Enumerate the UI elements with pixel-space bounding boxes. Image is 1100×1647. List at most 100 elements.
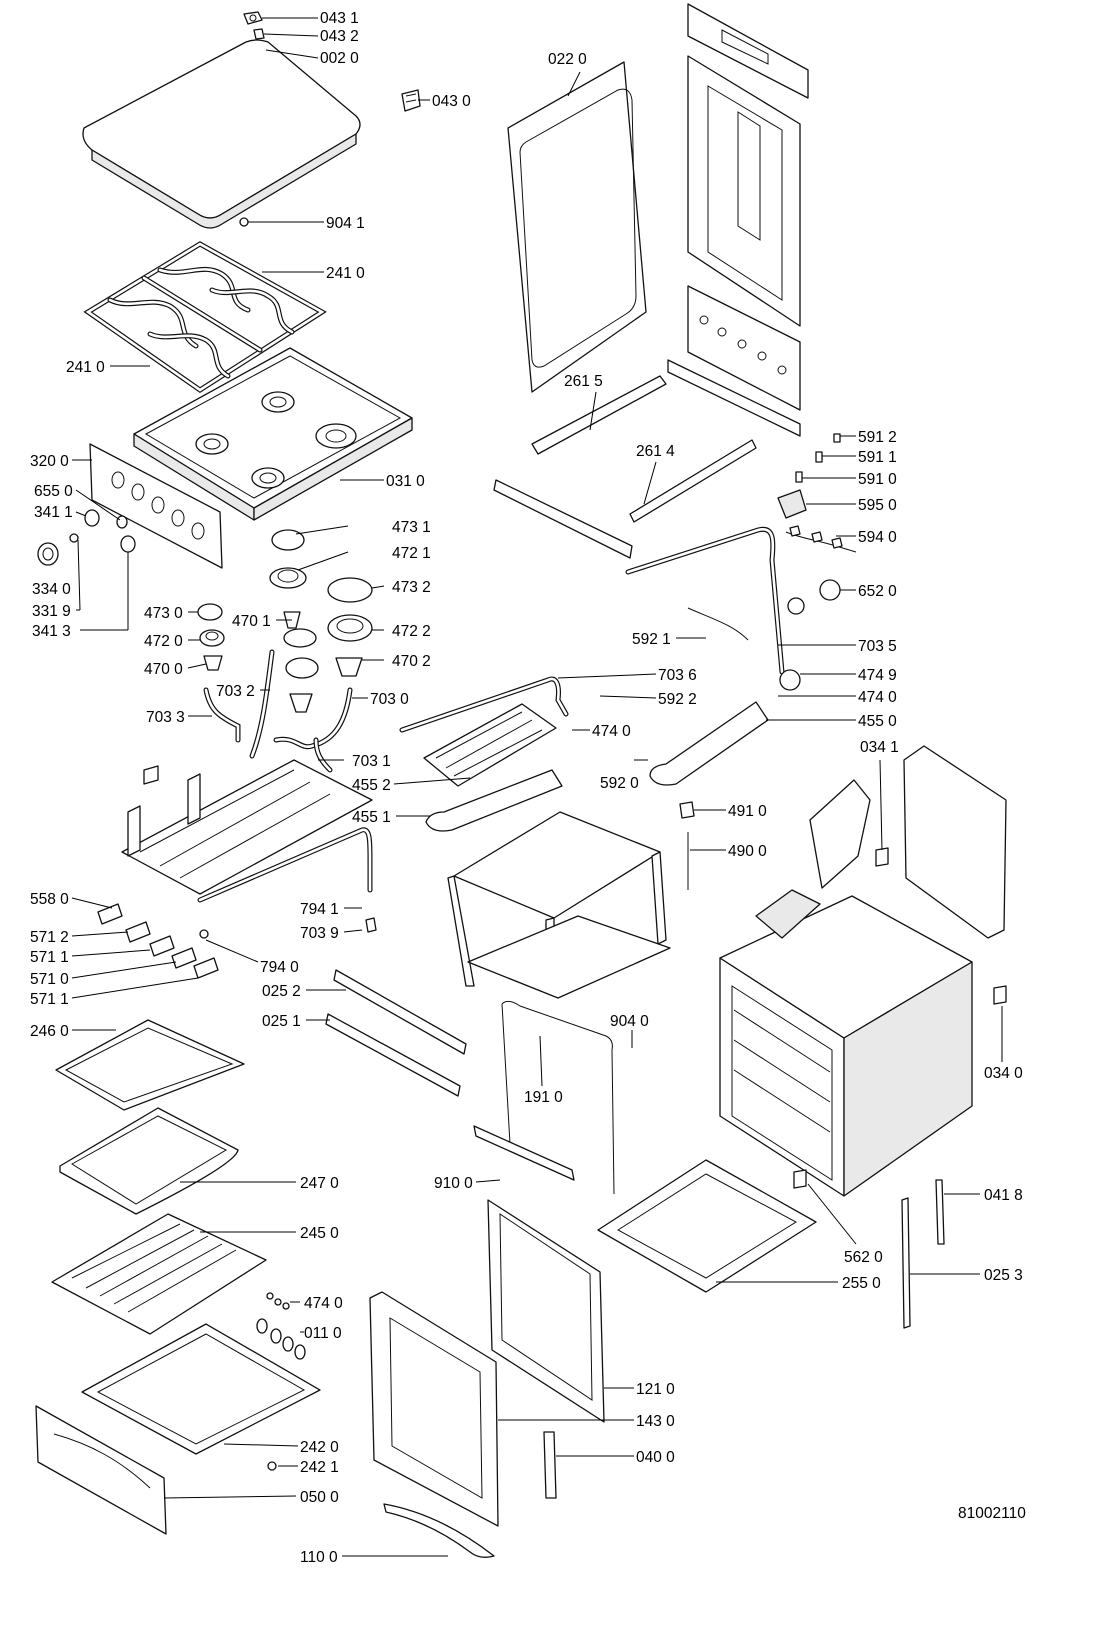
callout-label: 191 0	[524, 1089, 563, 1106]
callout-label: 592 2	[658, 691, 697, 708]
callout-label: 703 0	[370, 691, 409, 708]
callout-label: 043 1	[320, 10, 359, 27]
callout-label: 261 4	[636, 443, 675, 460]
callout-label: 121 0	[636, 1381, 675, 1398]
control-panel-part	[89, 443, 223, 569]
callout-label: 474 9	[858, 667, 897, 684]
electrical-parts-part	[777, 433, 857, 615]
callout-label: 473 1	[392, 519, 431, 536]
callout-label: 904 0	[610, 1013, 649, 1030]
side-rails-part	[901, 1179, 945, 1329]
callout-label: 474 0	[304, 1295, 343, 1312]
callout-label: 794 1	[300, 901, 339, 918]
oven-burners-part	[423, 701, 769, 832]
heat-shield-part	[447, 811, 671, 999]
callout-label: 474 0	[858, 689, 897, 706]
callout-label: 703 2	[216, 683, 255, 700]
callout-label: 910 0	[434, 1175, 473, 1192]
door-frame-part	[473, 1000, 615, 1195]
callout-label: 025 1	[262, 1013, 301, 1030]
callout-label: 592 0	[600, 775, 639, 792]
callout-label: 341 1	[34, 504, 73, 521]
callout-label: 794 0	[260, 959, 299, 976]
glass-shelf-part	[55, 1019, 245, 1111]
callout-label: 472 2	[392, 623, 431, 640]
callout-label: 022 0	[548, 51, 587, 68]
leader-lines	[71, 17, 1003, 1557]
oven-gas-pipes-part	[399, 526, 801, 733]
callout-label: 455 1	[352, 809, 391, 826]
deep-tray-part	[81, 1323, 321, 1455]
callout-label: 703 5	[858, 638, 897, 655]
callout-label: 474 0	[592, 723, 631, 740]
gas-chassis-part	[121, 759, 373, 903]
callout-label: 571 1	[30, 991, 69, 1008]
door-hinge-part	[543, 1431, 557, 1499]
callout-label: 242 0	[300, 1439, 339, 1456]
callout-label: 143 0	[636, 1413, 675, 1430]
baking-tray-part	[59, 1107, 239, 1215]
oven-door-outer-part	[369, 1291, 499, 1527]
small-fasteners-part	[256, 1292, 306, 1471]
callout-label: 041 8	[984, 1187, 1023, 1204]
oven-rails-part	[493, 375, 757, 559]
callout-label: 703 6	[658, 667, 697, 684]
callout-label: 470 2	[392, 653, 431, 670]
callout-label: 320 0	[30, 453, 69, 470]
callout-label: 652 0	[858, 583, 897, 600]
callout-label: 341 3	[32, 623, 71, 640]
parts-artwork	[35, 3, 1007, 1558]
callout-label: 571 2	[30, 929, 69, 946]
pan-support-grids-part	[83, 241, 327, 394]
callout-label: 040 0	[636, 1449, 675, 1466]
callout-label: 110 0	[300, 1549, 338, 1566]
callout-label: 591 2	[858, 429, 897, 446]
knobs-part	[37, 509, 136, 566]
callout-label: 491 0	[728, 803, 767, 820]
callout-label: 490 0	[728, 843, 767, 860]
oven-bottom-part	[597, 1159, 817, 1293]
callout-label: 246 0	[30, 1023, 69, 1040]
callout-label: 242 1	[300, 1459, 339, 1476]
callout-label: 470 1	[232, 613, 271, 630]
callout-label: 034 1	[860, 739, 899, 756]
callout-label: 591 1	[858, 449, 897, 466]
callout-label: 591 0	[858, 471, 897, 488]
callout-label: 043 2	[320, 28, 359, 45]
callout-label: 571 0	[30, 971, 69, 988]
callout-label: 594 0	[858, 529, 897, 546]
callout-label: 473 0	[144, 605, 183, 622]
callout-label: 592 1	[632, 631, 671, 648]
callout-label: 025 3	[984, 1267, 1023, 1284]
callout-label: 472 1	[392, 545, 431, 562]
callout-label: 245 0	[300, 1225, 339, 1242]
drawer-front-part	[35, 1405, 167, 1535]
callout-label: 255 0	[842, 1275, 881, 1292]
gas-pipes-part	[203, 649, 353, 773]
callout-label: 034 0	[984, 1065, 1023, 1082]
right-side-panel-part	[755, 745, 1007, 1005]
callout-label: 261 5	[564, 373, 603, 390]
callout-label: 025 2	[262, 983, 301, 1000]
callout-label: 331 9	[32, 603, 71, 620]
drawing-number: 81002110	[958, 1505, 1026, 1522]
callout-label: 455 0	[858, 713, 897, 730]
callout-label: 241 0	[326, 265, 365, 282]
oven-cavity-part	[719, 895, 973, 1197]
callout-label: 703 3	[146, 709, 185, 726]
callout-label: 455 2	[352, 777, 391, 794]
callout-label: 571 1	[30, 949, 69, 966]
oven-door-inner-part	[487, 1199, 605, 1423]
callout-label: 703 1	[352, 753, 391, 770]
callout-label: 334 0	[32, 581, 71, 598]
callout-label: 595 0	[858, 497, 897, 514]
callout-label: 562 0	[844, 1249, 883, 1266]
callout-label: 241 0	[66, 359, 105, 376]
callout-label: 011 0	[304, 1325, 342, 1342]
top-lid-part	[82, 39, 361, 229]
door-handle-part	[383, 1503, 495, 1558]
callout-label: 655 0	[34, 483, 73, 500]
side-panel-part	[507, 61, 647, 393]
thermocouple-part	[679, 801, 695, 890]
callout-labels: 043 1 043 2 002 0 043 0 904 1 241 0 241 …	[30, 10, 1026, 1566]
